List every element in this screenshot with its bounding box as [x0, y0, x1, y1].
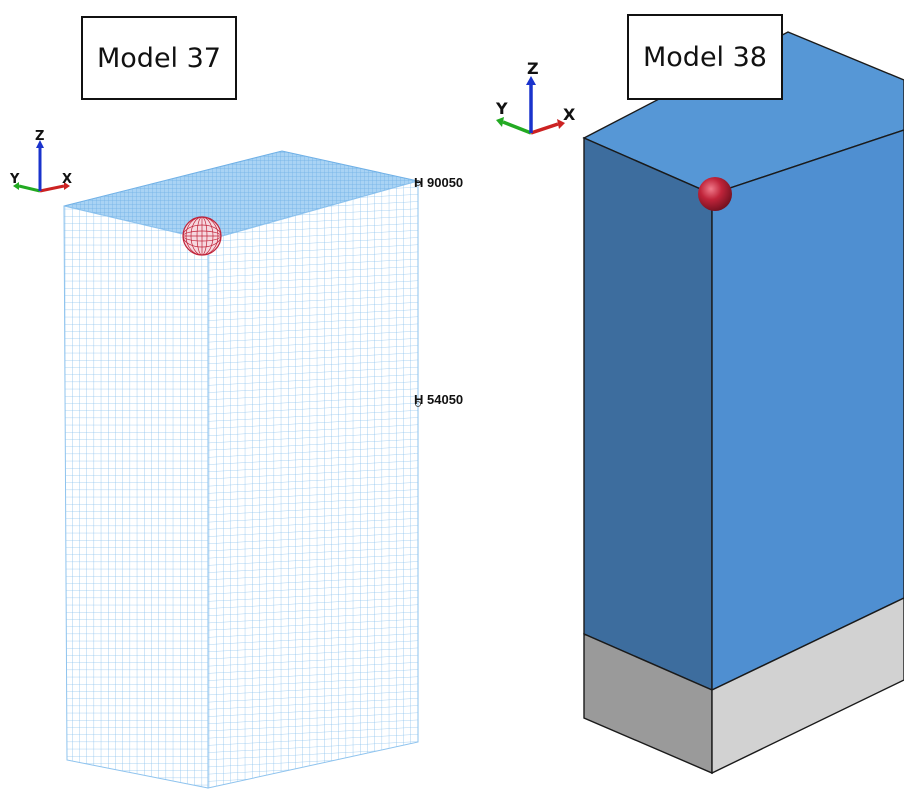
z-axis-label: Z [35, 129, 44, 144]
x-axis-label: X [62, 172, 72, 187]
model-37-title: Model 37 [81, 16, 237, 100]
y-axis-label: Y [495, 99, 508, 118]
solid-front-face [583, 136, 713, 692]
model-38-solid [582, 31, 904, 775]
solid-sphere [698, 177, 732, 211]
base-side-face [711, 597, 904, 775]
model-37-title-text: Model 37 [96, 42, 221, 74]
y-axis-arrow [502, 120, 532, 135]
mesh-side-face [207, 180, 419, 789]
y-axis-arrow [18, 184, 41, 193]
mesh-front-face [63, 205, 209, 789]
node-label-1: H 90050 [414, 175, 463, 190]
model-37-mesh: H 90050 H 54050 [63, 150, 463, 789]
x-axis-arrow [39, 184, 65, 193]
x-axis-label: X [563, 105, 576, 124]
x-axis-arrow [530, 122, 559, 135]
y-axis-label: Y [9, 172, 20, 187]
solid-side-face [711, 129, 904, 692]
z-axis-label: Z [527, 59, 539, 78]
node-marker-1: H 90050 [414, 175, 463, 190]
model-38-title: Model 38 [627, 14, 783, 100]
axis-triad-left: Z X Y [9, 129, 72, 193]
model-38-title-text: Model 38 [642, 41, 767, 73]
mesh-sphere [182, 216, 222, 256]
axis-triad-right: Z X Y [495, 59, 576, 135]
node-label-2: H 54050 [414, 392, 463, 407]
node-marker-2: H 54050 [414, 392, 463, 407]
